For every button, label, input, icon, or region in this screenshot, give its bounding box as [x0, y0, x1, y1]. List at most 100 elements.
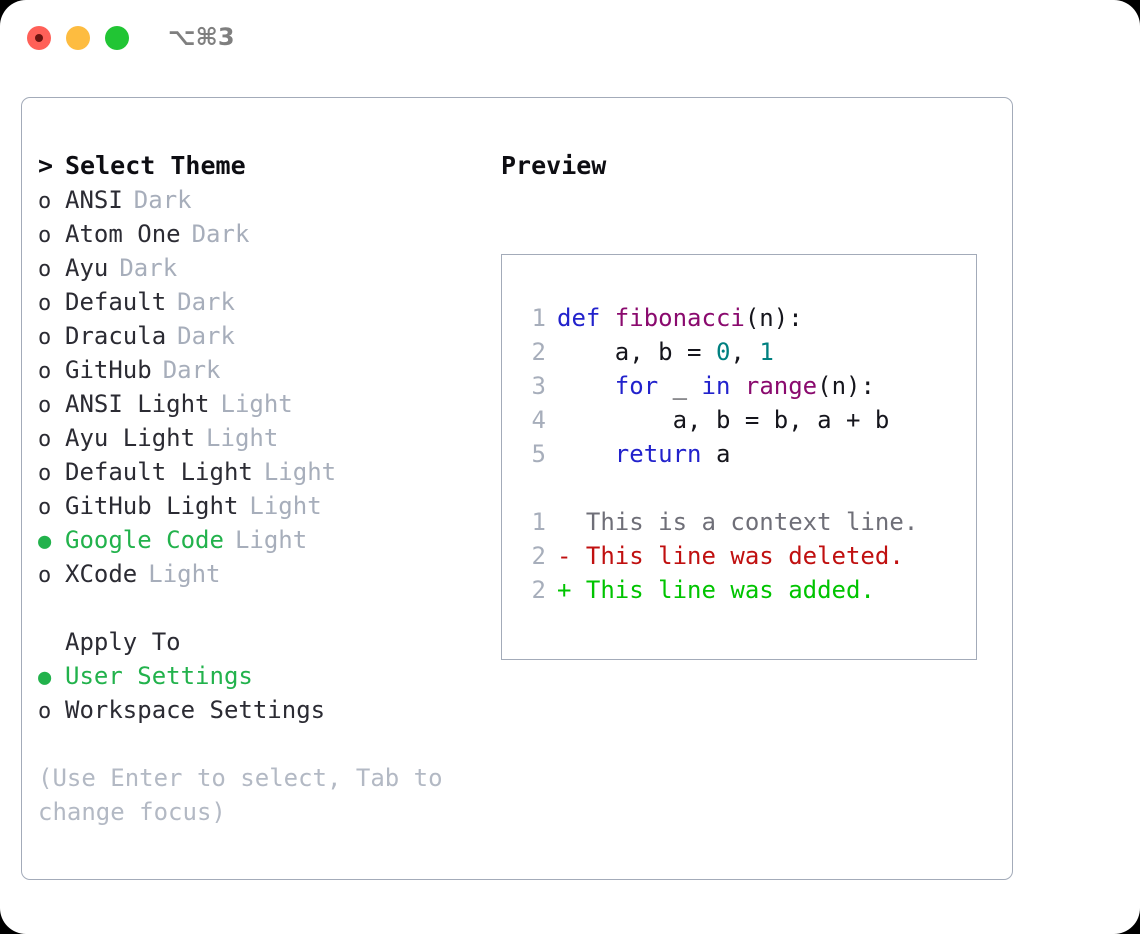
code-token-kw: def: [557, 304, 615, 332]
code-token-kw: in: [701, 372, 731, 400]
apply-to-option-label: Workspace Settings: [65, 696, 326, 724]
radio-unselected-icon: o: [38, 189, 52, 214]
theme-option-row[interactable]: o GitHub Light Light: [38, 489, 478, 523]
theme-option-row[interactable]: o Default Light Light: [38, 455, 478, 489]
theme-name-label: GitHub Light: [65, 492, 239, 520]
minimize-window-button[interactable]: [66, 26, 90, 50]
code-diff-spacer: [518, 471, 968, 505]
theme-name-label: Default Light: [65, 458, 253, 486]
preview-title: Preview: [501, 151, 607, 180]
radio-unselected-icon: o: [38, 393, 52, 418]
theme-option-row[interactable]: o ANSI Light Light: [38, 387, 478, 421]
theme-option-row[interactable]: o XCode Light: [38, 557, 478, 591]
code-token-pln: [730, 372, 744, 400]
diff-line: 2 - This line was deleted.: [518, 539, 968, 573]
code-line: 5 return a: [518, 437, 968, 471]
diff-line: 1 This is a context line.: [518, 505, 968, 539]
code-line: 3 for _ in range(n):: [518, 369, 968, 403]
theme-variant-label: Light: [220, 390, 293, 418]
code-token-kw: return: [614, 440, 702, 468]
radio-unselected-icon: o: [38, 359, 52, 384]
code-token-pln: ,: [730, 338, 760, 366]
radio-unselected-icon: o: [38, 427, 52, 452]
radio-unselected-icon: o: [38, 257, 52, 282]
theme-variant-label: Light: [148, 560, 221, 588]
code-token-fn: fibonacci: [614, 304, 745, 332]
code-line: 2 a, b = 0, 1: [518, 335, 968, 369]
code-line: 1 def fibonacci(n):: [518, 301, 968, 335]
title-bar: ⌥⌘3: [0, 0, 1140, 76]
theme-name-label: Ayu Light: [65, 424, 196, 452]
theme-variant-label: Dark: [133, 186, 192, 214]
radio-unselected-icon: o: [38, 325, 52, 350]
radio-unselected-icon: o: [38, 563, 52, 588]
theme-name-label: Default: [65, 288, 167, 316]
diff-line-text-del: - This line was deleted.: [557, 542, 904, 570]
code-line-text: a, b = 0, 1: [557, 335, 774, 369]
apply-to-group-header: o Apply To: [38, 625, 478, 659]
diff-block: 1 This is a context line. 2 - This line wa…: [518, 505, 968, 607]
radio-unselected-icon: o: [38, 495, 52, 520]
theme-name-label: ANSI Light: [65, 390, 210, 418]
group-marker-placeholder: o: [38, 627, 65, 661]
diff-line-number: 2: [531, 576, 546, 604]
radio-selected-icon: ●: [38, 665, 52, 690]
theme-option-row[interactable]: o Ayu Light Light: [38, 421, 478, 455]
diff-line: 2+ This line was added.: [518, 573, 968, 607]
code-line: 4 a, b = b, a + b: [518, 403, 968, 437]
code-line-text: a, b = b, a + b: [557, 403, 890, 437]
code-line-text: def fibonacci(n):: [557, 301, 803, 335]
hint-spacer: [38, 727, 478, 761]
apply-to-option-label: User Settings: [65, 662, 253, 690]
theme-name-label: GitHub: [65, 356, 152, 384]
close-window-button[interactable]: [27, 26, 51, 50]
theme-name-label: Google Code: [65, 526, 224, 554]
radio-unselected-icon: o: [38, 461, 52, 486]
theme-variant-label: Light: [263, 458, 337, 486]
theme-variant-label: Light: [234, 526, 308, 554]
code-token-pln: [557, 372, 615, 400]
code-token-pln: [557, 440, 615, 468]
code-token-pln: (n):: [817, 372, 875, 400]
code-line-number: 3: [531, 372, 546, 400]
radio-unselected-icon: o: [38, 699, 52, 724]
code-line-number: 1: [531, 304, 546, 332]
code-line-number: 4: [531, 406, 546, 434]
select-theme-title: Select Theme: [65, 151, 246, 180]
theme-name-label: Dracula: [65, 322, 167, 350]
code-line-number: 2: [531, 338, 546, 366]
apply-to-option-row[interactable]: ● User Settings: [38, 659, 478, 693]
code-line-number: 5: [531, 440, 546, 468]
theme-name-label: ANSI: [65, 186, 123, 214]
radio-unselected-icon: o: [38, 223, 52, 248]
radio-unselected-icon: o: [38, 291, 52, 316]
code-token-num: 0: [715, 338, 731, 366]
prompt-caret-icon: >: [38, 151, 54, 180]
code-line-text: return a: [557, 437, 731, 471]
list-spacer: [38, 591, 478, 625]
code-token-pln: (n):: [744, 304, 803, 332]
maximize-window-button[interactable]: [105, 26, 129, 50]
theme-variant-label: Light: [206, 424, 279, 452]
code-token-kw: for: [614, 372, 659, 400]
diff-line-number: 2: [531, 542, 546, 570]
theme-name-label: XCode: [65, 560, 138, 588]
theme-name-label: Ayu: [65, 254, 109, 282]
apply-to-list: ● User Settings o Workspace Settings: [38, 659, 478, 727]
theme-option-row[interactable]: o ANSI Dark: [38, 183, 478, 217]
code-token-pln: _: [658, 372, 702, 400]
code-token-num: 1: [759, 338, 774, 366]
theme-name-label: Atom One: [65, 220, 181, 248]
apply-to-option-row[interactable]: o Workspace Settings: [38, 693, 478, 727]
theme-variant-label: Light: [249, 492, 322, 520]
